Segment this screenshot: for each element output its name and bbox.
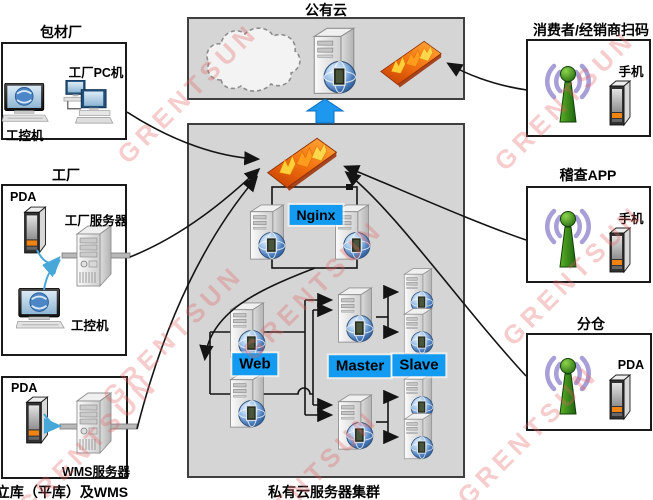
master-server-1-icon <box>334 286 376 346</box>
slave-server-4-icon <box>398 412 438 462</box>
factory-title: 工厂 <box>52 167 80 183</box>
factory-server-label: 工厂服务器 <box>64 214 128 228</box>
industrial-pc-icon <box>2 83 50 124</box>
sub-warehouse-title: 分仓 <box>577 316 605 332</box>
private-cloud-title: 私有云服务器集群 <box>268 484 380 500</box>
consumer-phone-icon <box>606 78 632 128</box>
inspection-title: 稽查APP <box>559 167 617 183</box>
consumer-phone-label: 手机 <box>618 65 644 79</box>
sub-warehouse-pda-label: PDA <box>617 358 645 372</box>
consumer-title: 消费者/经销商扫码 <box>533 22 649 38</box>
warehouse-pda-icon <box>22 395 50 445</box>
factory-pda-icon <box>20 205 48 255</box>
master-label: Master <box>328 355 392 377</box>
factory-industrial-pc-icon <box>16 288 66 331</box>
warehouse-title: 立库（平库）及WMS <box>0 484 129 500</box>
public-cloud-title: 公有云 <box>305 2 347 18</box>
factory-pc-pair-icon <box>58 80 114 126</box>
factory-server-icon <box>74 224 114 290</box>
inspection-phone-label: 手机 <box>618 212 644 226</box>
factory-industrial-pc-label: 工控机 <box>71 319 109 333</box>
web-label: Web <box>232 353 278 375</box>
wms-server-icon <box>74 390 114 458</box>
up-block-arrow-icon <box>305 98 345 124</box>
factory-pda-label: PDA <box>10 190 37 204</box>
master-server-2-icon <box>334 393 376 453</box>
slave-server-2-icon <box>398 307 438 357</box>
nginx-label: Nginx <box>289 204 343 226</box>
inspection-phone-icon <box>606 225 632 275</box>
public-firewall-icon <box>378 36 444 90</box>
sub-warehouse-pda-icon <box>606 372 632 422</box>
public-cloud-server-icon <box>310 26 358 98</box>
industrial-pc-label: 工控机 <box>6 129 44 143</box>
private-firewall-icon <box>263 134 341 192</box>
wms-server-label: WMS服务器 <box>61 465 131 479</box>
sub-warehouse-antenna-icon <box>542 350 594 418</box>
packaging-factory-title: 包材厂 <box>40 24 82 40</box>
consumer-antenna-icon <box>542 58 594 126</box>
web-server-2-icon <box>226 371 268 431</box>
warehouse-pda-label: PDA <box>11 381 38 395</box>
internet-cloud-icon <box>203 24 303 96</box>
inspection-antenna-icon <box>542 203 594 271</box>
slave-label: Slave <box>392 354 446 376</box>
factory-pc-label: 工厂PC机 <box>68 66 124 80</box>
nginx-server-1-icon <box>247 203 287 263</box>
web-server-1-icon <box>226 301 268 361</box>
